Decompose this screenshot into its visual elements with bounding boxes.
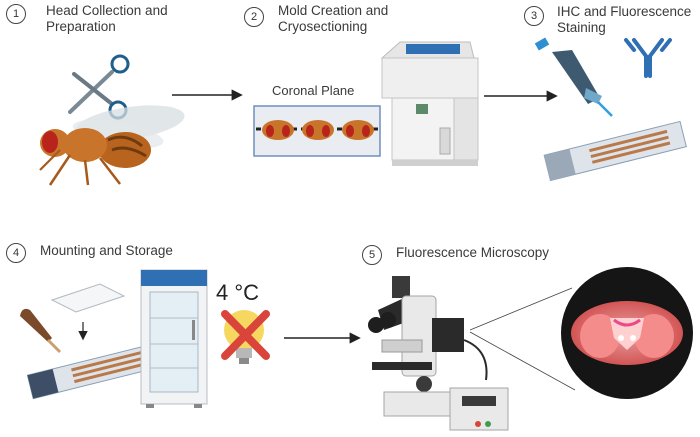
pipette-icon — [534, 37, 613, 117]
step-5-number: 5 — [362, 245, 382, 265]
step-4-title: Mounting and Storage — [40, 243, 173, 259]
brain-section-2 — [302, 120, 334, 140]
brain-section-1 — [262, 120, 294, 140]
mounted-slide-icon — [26, 343, 160, 400]
scissors-icon — [68, 54, 130, 120]
storage-temperature: 4 °C — [216, 280, 260, 305]
fruit-fly-icon — [39, 105, 185, 186]
step-2-number: 2 — [244, 7, 264, 27]
coronal-plane-label: Coronal Plane — [272, 83, 355, 98]
zoom-line-top — [469, 287, 573, 331]
dropper-icon — [20, 308, 62, 354]
step-5-title-line1: Fluorescence Microscopy — [396, 245, 550, 260]
cryostat-machine-icon — [380, 41, 479, 166]
step-3-title-line2: Staining — [557, 20, 606, 35]
step-3-number: 3 — [524, 6, 544, 26]
no-light-icon — [221, 310, 270, 364]
microscope-icon — [368, 276, 488, 417]
step-2-title-line2: Cryosectioning — [278, 19, 368, 34]
step-1-number: 1 — [6, 4, 26, 24]
coverslip-icon — [50, 283, 126, 313]
step-4-title-line1: Mounting and Storage — [40, 243, 173, 258]
stained-slide-icon — [543, 120, 687, 182]
step-1-title: Head Collection and Preparation — [46, 3, 168, 35]
step-4-number: 4 — [6, 243, 26, 263]
step-5-title: Fluorescence Microscopy — [396, 245, 549, 261]
brain-fluorescence-image — [561, 267, 693, 399]
refrigerator-icon — [140, 269, 208, 408]
step-2-title: Mold Creation and Cryosectioning — [278, 3, 388, 35]
step-3-title: IHC and Fluorescence Staining — [557, 4, 691, 36]
zoom-line-bottom — [469, 331, 576, 391]
step-1-title-line1: Head Collection and — [46, 3, 168, 18]
power-supply-icon — [449, 387, 509, 431]
antibody-icon — [624, 38, 672, 78]
brain-section-3 — [342, 120, 374, 140]
step-3-title-line1: IHC and Fluorescence — [557, 4, 692, 19]
step-2-title-line1: Mold Creation and — [278, 3, 389, 18]
step-1-title-line2: Preparation — [46, 19, 116, 34]
